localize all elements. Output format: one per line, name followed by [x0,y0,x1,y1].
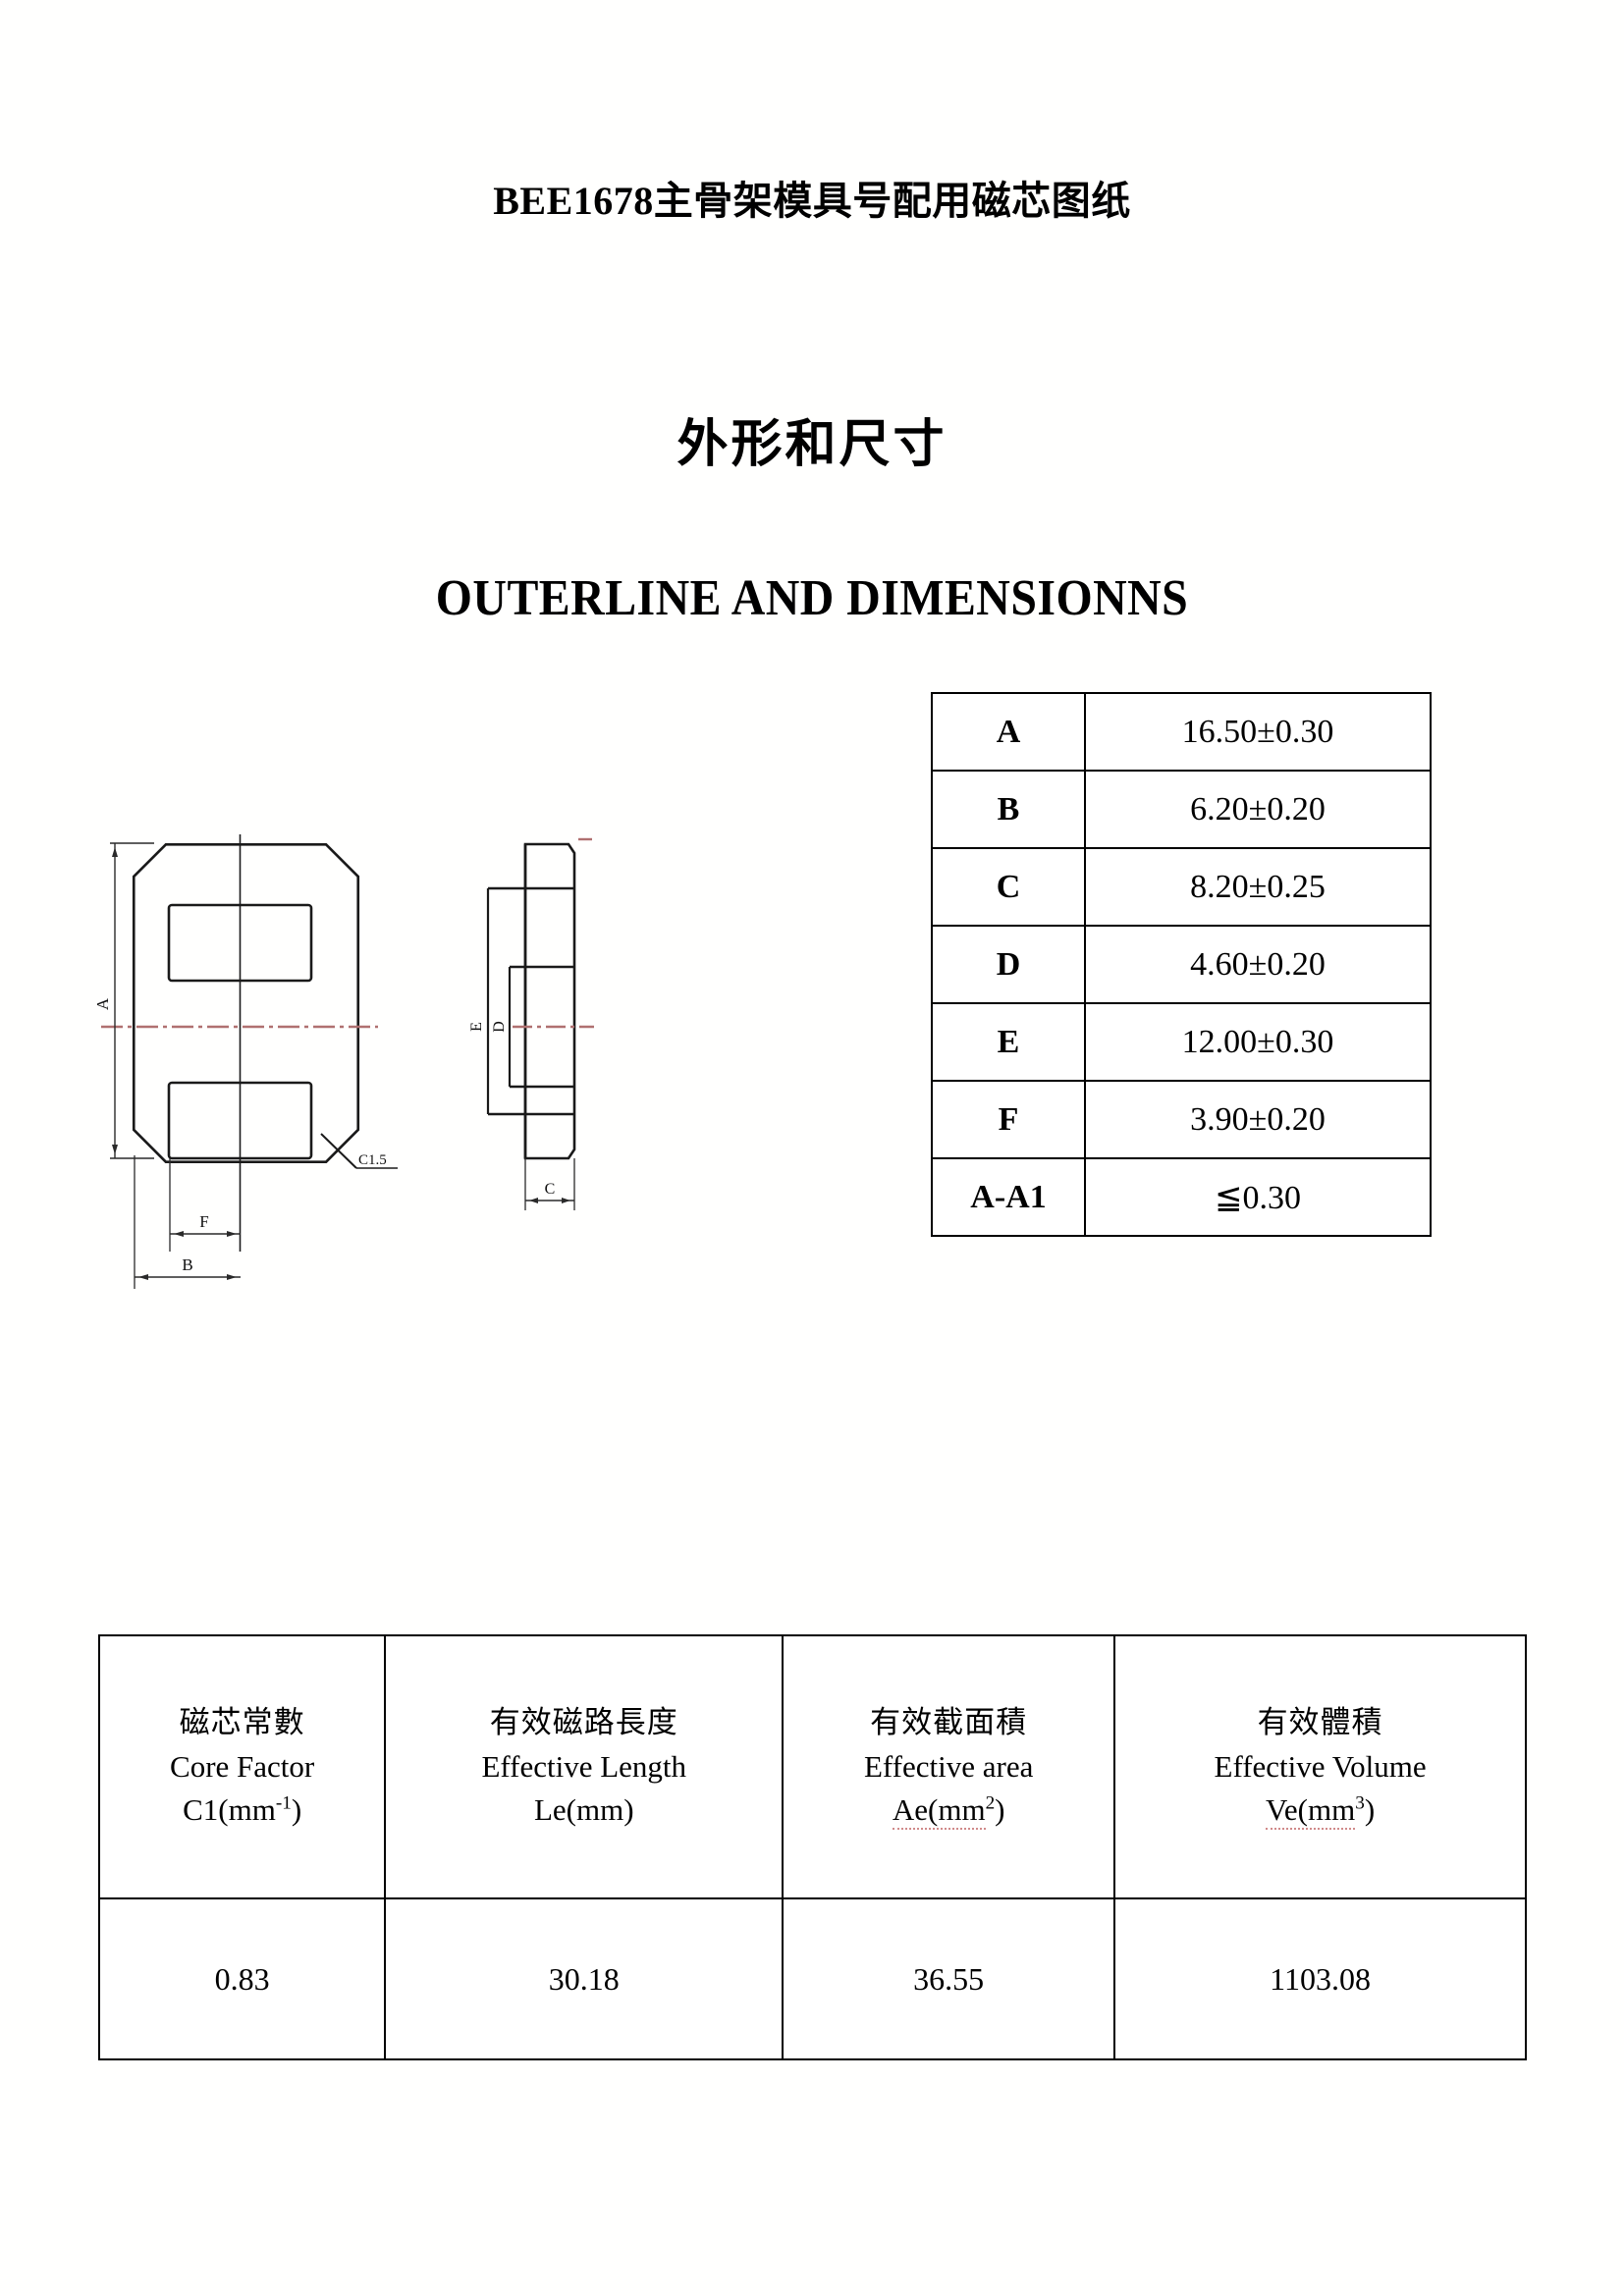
core-symbol-base: Ae(mm [892,1792,986,1831]
core-symbol-sup: 3 [1355,1793,1365,1815]
core-header-en: Effective Length [481,1748,687,1784]
dimensions-table: A 16.50±0.30 B 6.20±0.20 C 8.20±0.25 D 4… [931,692,1432,1237]
technical-drawing: A F B C1.5 [93,829,820,1360]
core-header-en: Effective Volume [1214,1748,1427,1784]
section-heading-chinese: 外形和尺寸 [677,417,947,473]
core-header-symbol: C1(mm-1) [104,1789,380,1833]
dimension-key: F [931,1080,1086,1159]
core-header-cn: 有效截面積 [870,1704,1028,1739]
core-symbol-tail: ) [623,1792,634,1828]
dim-b-arrow-right [227,1274,237,1280]
core-symbol-base: Le(mm [533,1792,624,1828]
dim-c-label: C [545,1181,556,1198]
dimension-key: A-A1 [931,1157,1086,1237]
dim-a-arrow-top [112,847,118,857]
table-row: A 16.50±0.30 [931,692,1432,772]
dim-b-label: B [182,1255,192,1274]
section-heading-english: OUTERLINE AND DIMENSIONNS [435,570,1189,626]
table-row: A-A1 ≦0.30 [931,1157,1432,1237]
table-row: B 6.20±0.20 [931,770,1432,849]
core-header-cn: 有效磁路長度 [489,1704,678,1739]
dimensions-table-body: A 16.50±0.30 B 6.20±0.20 C 8.20±0.25 D 4… [931,692,1432,1237]
core-parameters-table: 磁芯常數 Core Factor C1(mm-1) 有效磁路長度 Effecti… [97,1634,1527,2060]
dim-e-label: E [468,1022,485,1032]
core-header-en: Core Factor [170,1748,315,1784]
core-header-symbol: Ae(mm2) [787,1789,1110,1833]
chamfer-leader-line [320,1133,357,1169]
side-view: E D C [468,837,594,1210]
dimension-key: E [931,1002,1086,1082]
core-column-header: 有效磁路長度 Effective Length Le(mm) [384,1634,785,1899]
dimension-value: 8.20±0.25 [1084,847,1432,927]
core-value: 36.55 [782,1897,1116,2060]
dim-d-label: D [491,1021,508,1033]
core-symbol-base: C1(mm [183,1792,276,1828]
core-header-cn: 有效體積 [1257,1704,1383,1739]
table-row: 0.83 30.18 36.55 1103.08 [97,1897,1527,2060]
core-symbol-base: Ve(mm [1265,1792,1356,1831]
front-view: A F B C1.5 [93,834,398,1289]
core-value: 0.83 [97,1897,387,2060]
dimension-value: 12.00±0.30 [1084,1002,1432,1082]
dim-a-arrow-bottom [112,1145,118,1154]
core-value: 30.18 [384,1897,785,2060]
dimension-value: 6.20±0.20 [1084,770,1432,849]
dimension-key: A [931,692,1086,772]
page-title: BEE1678主骨架模具号配用磁芯图纸 [493,179,1131,223]
core-symbol-tail: ) [995,1792,1005,1828]
dimension-value: ≦0.30 [1084,1157,1432,1237]
dim-f-label: F [199,1212,208,1231]
dim-b-arrow-left [138,1274,148,1280]
core-symbol-sup: -1 [275,1793,292,1815]
dim-f-arrow-right [227,1231,237,1237]
core-header-symbol: Le(mm) [390,1789,778,1833]
core-header-cn: 磁芯常數 [179,1704,305,1739]
core-column-header: 有效體積 Effective Volume Ve(mm3) [1113,1634,1527,1899]
core-header-symbol: Ve(mm3) [1119,1789,1521,1833]
core-column-header: 有效截面積 Effective area Ae(mm2) [782,1634,1116,1899]
core-symbol-tail: ) [291,1792,302,1828]
dimension-key: B [931,770,1086,849]
core-value: 1103.08 [1113,1897,1527,2060]
dim-c-arrow-right [562,1198,570,1203]
chamfer-label: C1.5 [358,1152,387,1168]
dimension-value: 16.50±0.30 [1084,692,1432,772]
table-row: F 3.90±0.20 [931,1080,1432,1159]
table-row: C 8.20±0.25 [931,847,1432,927]
dimension-key: C [931,847,1086,927]
table-header-row: 磁芯常數 Core Factor C1(mm-1) 有效磁路長度 Effecti… [97,1634,1527,1899]
core-outline-drawing: A F B C1.5 [93,834,594,1289]
side-body-outline [523,842,576,1160]
core-header-en: Effective area [863,1748,1034,1784]
core-column-header: 磁芯常數 Core Factor C1(mm-1) [97,1634,387,1899]
dim-c-arrow-left [529,1198,538,1203]
dimension-value: 4.60±0.20 [1084,925,1432,1004]
core-symbol-sup: 2 [985,1793,996,1815]
core-parameters-table-body: 磁芯常數 Core Factor C1(mm-1) 有效磁路長度 Effecti… [97,1634,1527,2060]
dim-f-arrow-left [174,1231,184,1237]
dimension-value: 3.90±0.20 [1084,1080,1432,1159]
front-body-outline [132,842,360,1163]
dimension-key: D [931,925,1086,1004]
dim-a-label: A [93,997,112,1010]
core-symbol-tail: ) [1364,1792,1376,1828]
table-row: E 12.00±0.30 [931,1002,1432,1082]
table-row: D 4.60±0.20 [931,925,1432,1004]
